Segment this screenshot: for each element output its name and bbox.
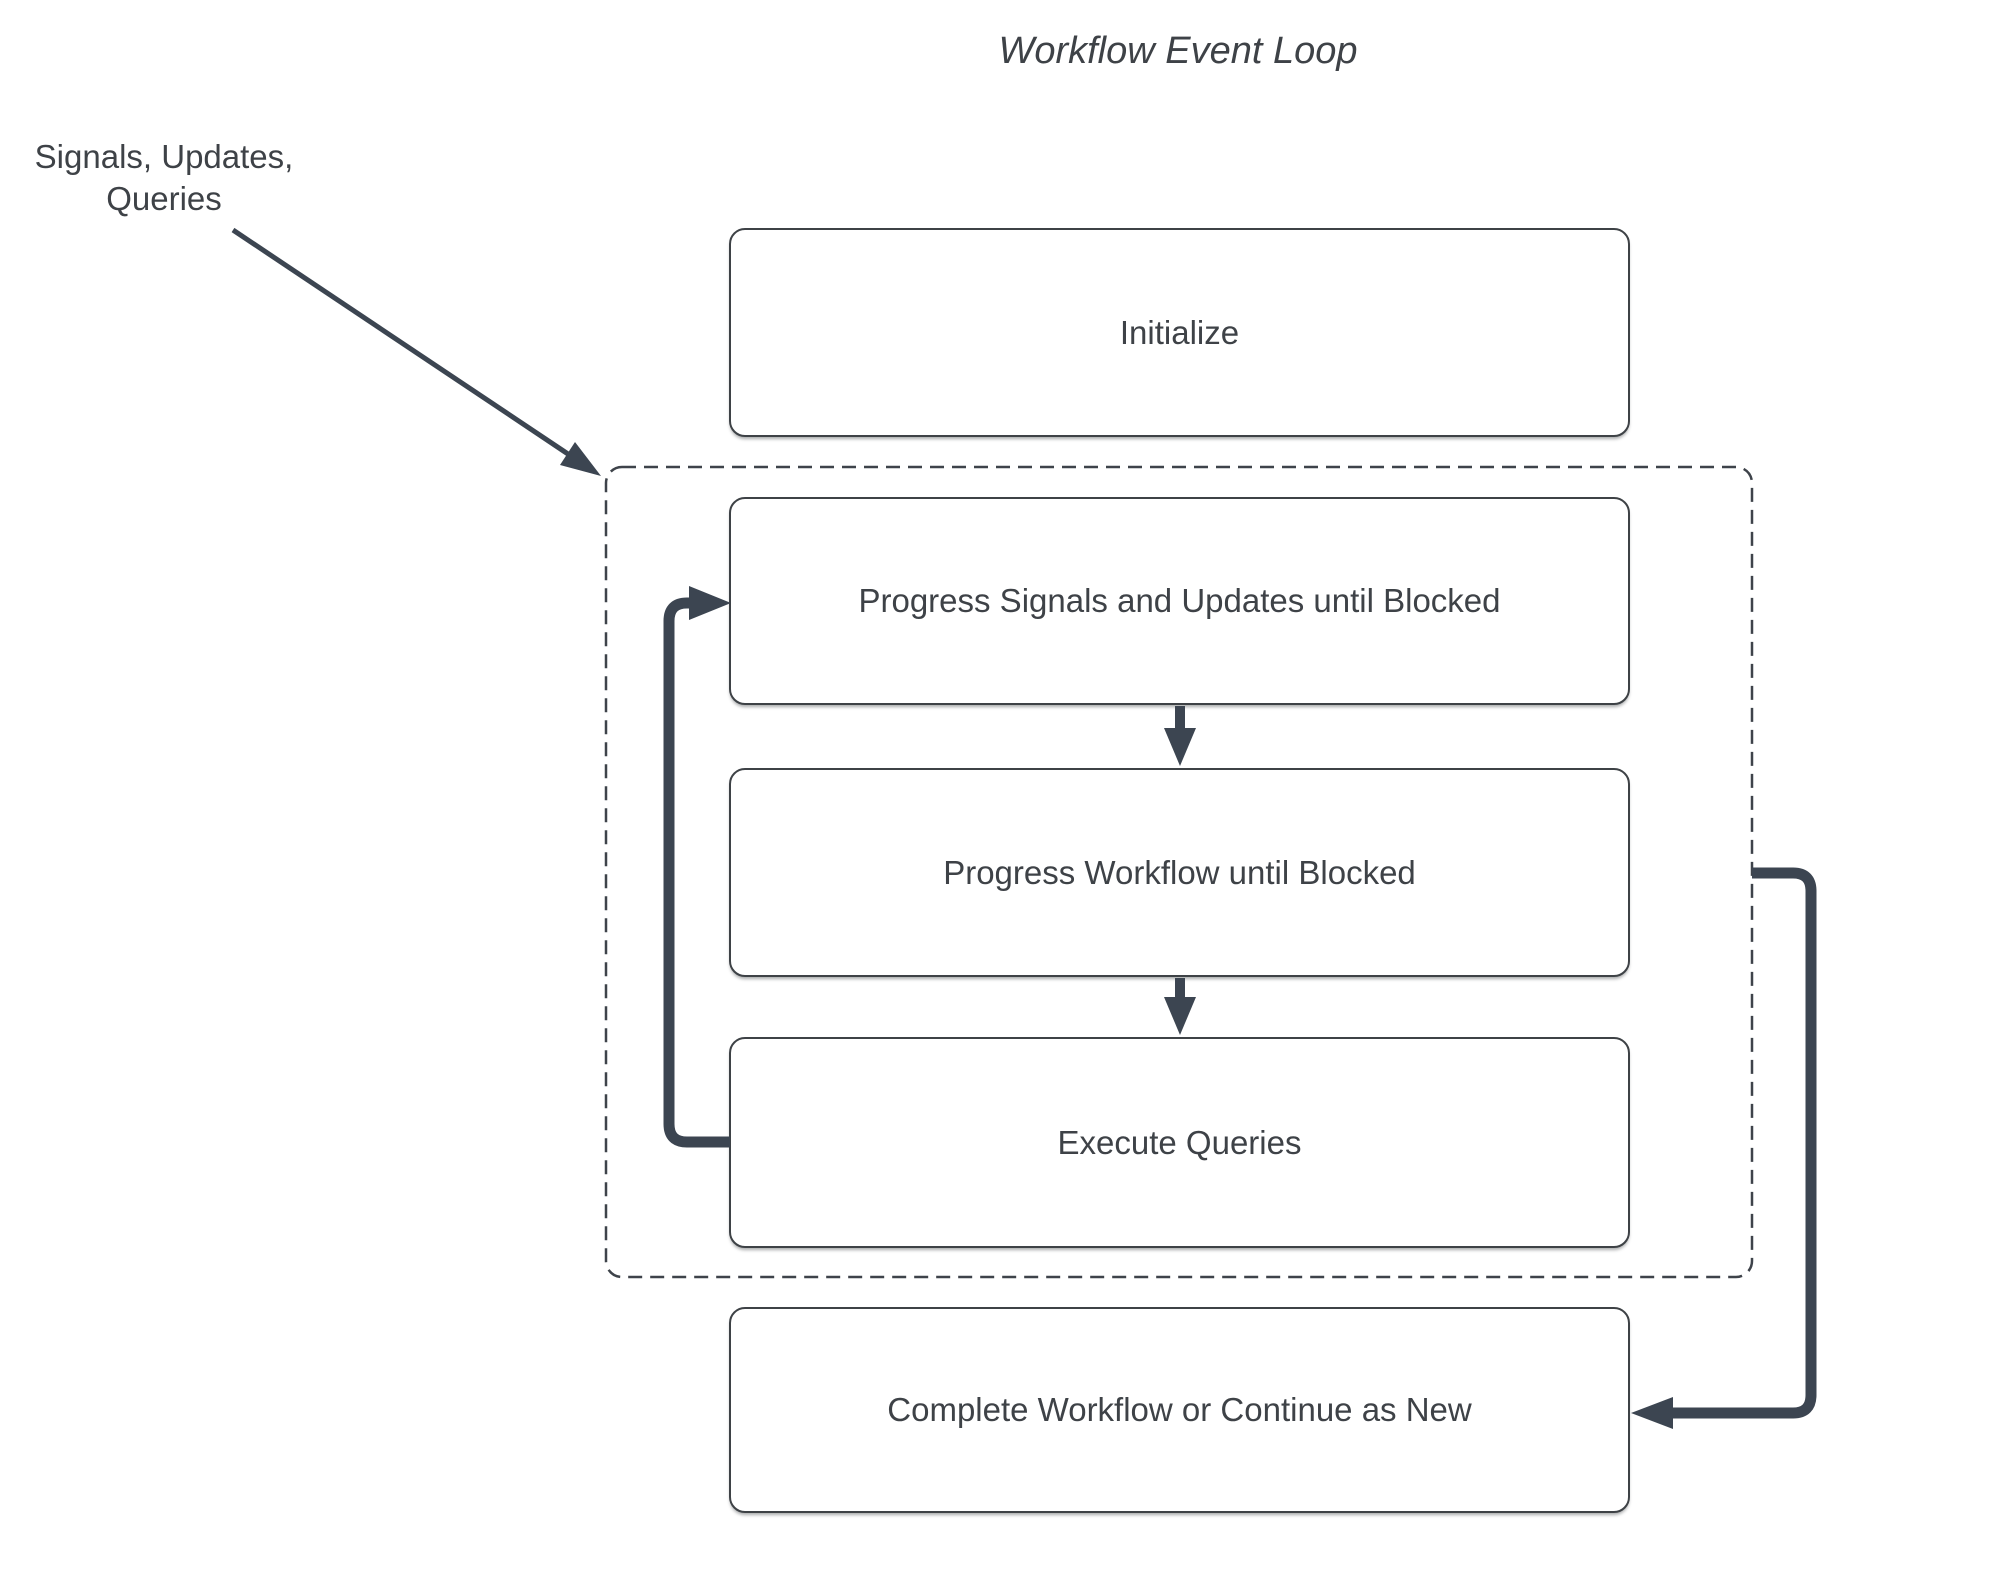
edge-event-loop-to-complete-workflow [1631, 867, 1817, 1429]
node-progress-workflow: Progress Workflow until Blocked [729, 768, 1630, 977]
node-progress-signals-label: Progress Signals and Updates until Block… [858, 582, 1501, 619]
node-execute-queries-label: Execute Queries [1057, 1123, 1302, 1161]
edge-loop-back-line [663, 597, 730, 1148]
edge-progress-signals-to-progress-workflow [1164, 706, 1196, 766]
node-initialize: Initialize [729, 228, 1630, 437]
edge-signals-annotation-arrow [231, 227, 601, 476]
annotation-line-1: Signals, Updates, [34, 138, 294, 175]
node-initialize-label: Initialize [1119, 313, 1240, 351]
node-complete-workflow: Complete Workflow or Continue as New [729, 1307, 1630, 1513]
diagram-title: Workflow Event Loop [998, 30, 1358, 72]
edge-progress-signals-arrowhead [1164, 728, 1196, 766]
node-progress-workflow-label: Progress Workflow until Blocked [943, 853, 1416, 891]
edge-progress-workflow-to-execute-queries [1164, 978, 1196, 1035]
annotation-line-2: Queries [106, 180, 222, 217]
edge-progress-workflow-arrowhead [1164, 997, 1196, 1035]
edge-to-complete-arrowhead [1631, 1397, 1673, 1429]
edge-signals-annotation-arrowhead [560, 442, 601, 476]
edge-signals-annotation-line [231, 227, 570, 457]
edge-execute-queries-loop-back [663, 586, 731, 1148]
edge-to-complete-line [1672, 867, 1817, 1419]
node-execute-queries: Execute Queries [729, 1037, 1630, 1248]
node-progress-signals: Progress Signals and Updates until Block… [729, 497, 1630, 705]
signals-updates-queries-label: Signals, Updates, Queries [28, 136, 300, 220]
edge-loop-back-arrowhead [689, 586, 731, 620]
node-complete-workflow-label: Complete Workflow or Continue as New [887, 1391, 1472, 1428]
